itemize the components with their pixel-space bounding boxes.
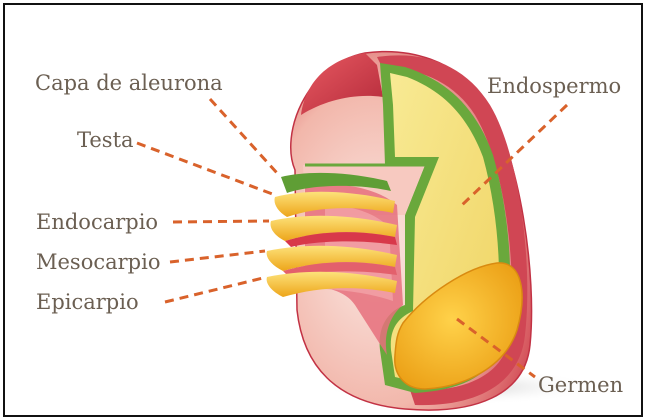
label-mesocarp: Mesocarpio: [36, 250, 160, 274]
leader-testa: [137, 143, 275, 195]
label-epicarp: Epicarpio: [36, 290, 139, 314]
diagram-frame: Capa de aleurona Testa Endocarpio Mesoca…: [3, 3, 643, 417]
leader-endocarp: [173, 221, 269, 222]
label-endosperm: Endospermo: [487, 74, 621, 98]
label-aleurone: Capa de aleurona: [35, 71, 223, 95]
label-testa: Testa: [77, 128, 134, 152]
label-endocarp: Endocarpio: [36, 210, 158, 234]
leader-aleurone: [210, 99, 277, 173]
wheat-grain-diagram: Capa de aleurona Testa Endocarpio Mesoca…: [5, 5, 643, 417]
leader-mesocarp: [170, 251, 265, 262]
leader-epicarp: [165, 277, 267, 302]
label-germ: Germen: [538, 373, 623, 397]
